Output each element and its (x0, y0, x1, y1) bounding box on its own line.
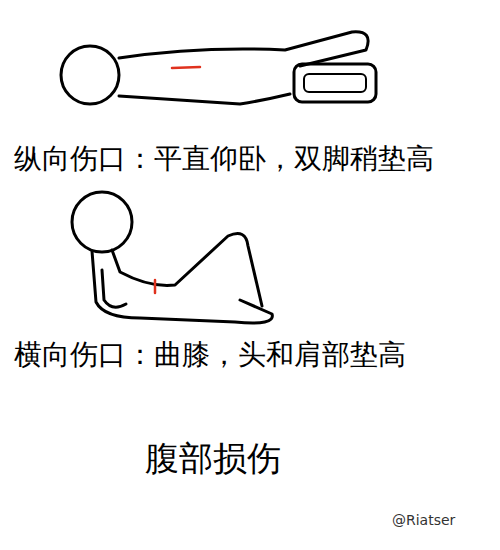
head (72, 192, 132, 252)
cushion (294, 64, 376, 102)
body-top (112, 234, 262, 306)
arm (102, 270, 126, 307)
position-note: 纵向伤口：平直仰卧，双脚稍垫高 (14, 142, 434, 176)
body-bottom (119, 94, 290, 104)
position-note: 横向伤口：曲膝，头和肩部垫高 (14, 338, 406, 372)
wound-mark (172, 67, 200, 68)
wound-mark (154, 280, 157, 293)
head (61, 46, 119, 104)
watermark: @Riatser (392, 512, 455, 529)
body-bottom (92, 251, 272, 323)
caption-text: 腹部损伤 (145, 438, 281, 479)
cushion-inner (304, 74, 366, 92)
body-top (119, 32, 368, 66)
